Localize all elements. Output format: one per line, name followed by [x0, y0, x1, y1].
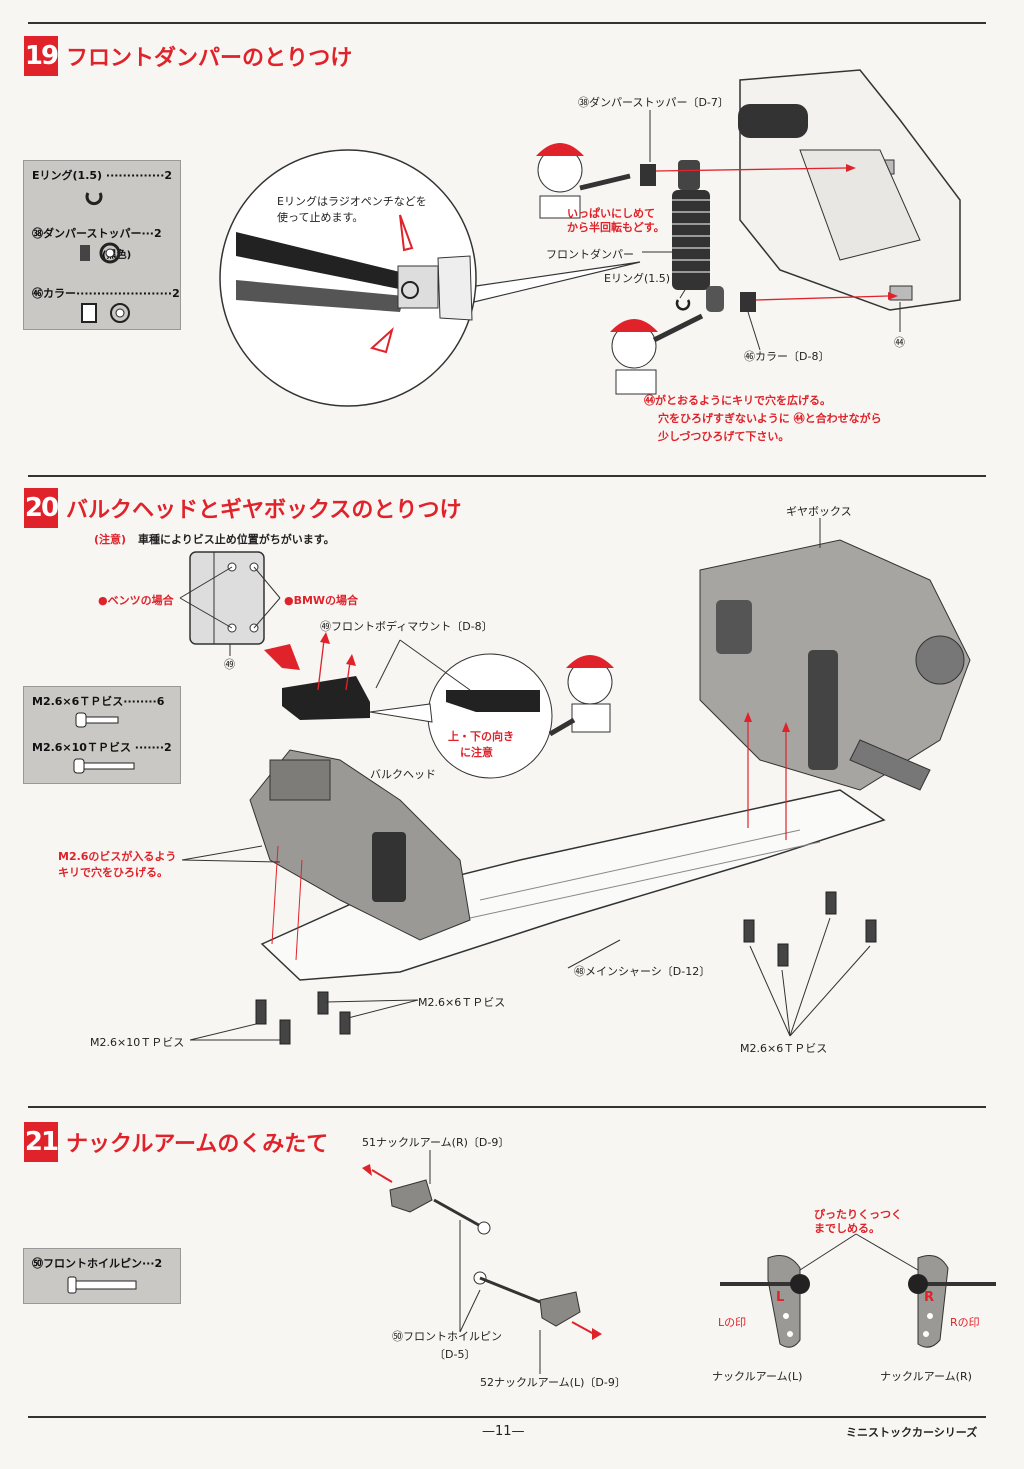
section-19-parts-box: Eリング(1.5) ··············2 ㊳ダンパーストッパー···2…	[23, 160, 181, 330]
label-r-mark: Rの印	[950, 1316, 980, 1329]
l-letter-mark: L	[776, 1290, 785, 1305]
section-20-illustration	[179, 518, 971, 1045]
label-screw-10: M2.6×10ＴＰビス	[90, 1036, 185, 1049]
series-name: ミニストックカーシリーズ	[846, 1426, 978, 1439]
note-tighten-line-1: いっぱいにしめて	[567, 207, 655, 220]
label-benz-case: ●ベンツの場合	[98, 594, 174, 607]
part-front-wheel-pin: ㊿フロントホイルピン···2	[32, 1257, 163, 1270]
section-21-parts-box: ㊿フロントホイルピン···2	[23, 1248, 181, 1304]
page-number: —11—	[482, 1424, 525, 1439]
caution-text: 車種によりビス止め位置がちがいます。	[138, 533, 335, 546]
part-damper-stopper: ㊳ダンパーストッパー···2	[32, 227, 162, 240]
caution-tag: (注意)	[94, 533, 127, 546]
section-21-title: ナックルアームのくみたて	[66, 1132, 329, 1157]
label-updown-line-1: 上・下の向き	[448, 730, 514, 743]
section-19-illustration	[219, 69, 961, 407]
label-ering: Eリング(1.5)	[604, 272, 671, 285]
part-damper-stopper-color: (黒色)	[102, 250, 132, 261]
section-21-illustration	[362, 1150, 996, 1374]
footer-rule	[28, 1416, 986, 1418]
section-19-part-icons	[80, 192, 130, 323]
section-21-part-icons	[67, 1276, 137, 1294]
bubble-text-line-1: Eリングはラジオペンチなどを	[277, 195, 427, 208]
note-tighten-21-line-1: ぴったりくっつく	[814, 1208, 902, 1221]
note-drill-line-3: 少しづつひろげて下さい。	[658, 430, 790, 443]
note-drill-line-1: ㊹がとおるようにキリで穴を広げる。	[644, 394, 831, 407]
section-20-number: 20	[24, 488, 59, 528]
label-wheel-pin-ref: 〔D-5〕	[434, 1348, 476, 1361]
r-letter-mark: R	[924, 1290, 935, 1305]
label-damper-stopper: ㊳ダンパーストッパー〔D-7〕	[578, 96, 729, 109]
top-rule	[28, 22, 986, 24]
label-front-damper: フロントダンパー	[546, 248, 634, 261]
part-collar: ㊻カラー·······················2	[32, 287, 180, 300]
label-front-body-mount: ㊾フロントボディマウント〔D-8〕	[320, 620, 493, 633]
label-part-49: ㊾	[224, 658, 235, 671]
label-bulkhead: バルクヘッド	[370, 768, 436, 781]
label-screw-6-a: M2.6×6ＴＰビス	[418, 996, 506, 1009]
section-19-20-rule	[28, 475, 986, 477]
part-screw-10: M2.6×10ＴＰビス ·······2	[32, 741, 172, 754]
label-l-mark: Lの印	[718, 1316, 747, 1329]
section-20-21-rule	[28, 1106, 986, 1108]
part-ering: Eリング(1.5) ··············2	[32, 169, 173, 182]
note-drill-20-line-1: M2.6のビスが入るよう	[58, 850, 177, 863]
label-updown-line-2: に注意	[460, 746, 493, 759]
label-wheel-pin: ㊿フロントホイルピン	[392, 1330, 502, 1343]
label-knuckle-r-part: 51ナックルアーム(R)〔D-9〕	[362, 1136, 510, 1149]
label-knuckle-r: ナックルアーム(R)	[880, 1370, 972, 1383]
section-20-parts-box: M2.6×6ＴＰビス········6 M2.6×10ＴＰビス ·······2	[23, 686, 181, 784]
note-tighten-21-line-2: までしめる。	[814, 1222, 880, 1235]
section-19-title: フロントダンパーのとりつけ	[66, 46, 353, 71]
section-19-number: 19	[24, 36, 59, 76]
label-main-chassis: ㊽メインシャーシ〔D-12〕	[574, 965, 711, 978]
section-20-title: バルクヘッドとギヤボックスのとりつけ	[66, 498, 462, 523]
label-mark-84: ㊹	[894, 336, 905, 349]
label-screw-6-b: M2.6×6ＴＰビス	[740, 1042, 828, 1055]
section-21-number: 21	[24, 1122, 59, 1162]
label-gearbox: ギヤボックス	[786, 505, 852, 518]
note-tighten-line-2: から半回転もどす。	[567, 221, 665, 234]
part-screw-6: M2.6×6ＴＰビス········6	[32, 695, 165, 708]
note-drill-20-line-2: キリで穴をひろげる。	[58, 866, 168, 879]
note-drill-line-2: 穴をひろげすぎないように ㊹と合わせながら	[658, 412, 882, 425]
label-collar: ㊻カラー〔D-8〕	[744, 350, 830, 363]
label-knuckle-l-part: 52ナックルアーム(L)〔D-9〕	[480, 1376, 626, 1389]
label-bmw-case: ●BMWの場合	[284, 594, 359, 607]
bubble-text-line-2: 使って止めます。	[277, 211, 364, 224]
section-20-part-icons	[73, 712, 135, 774]
label-knuckle-l: ナックルアーム(L)	[712, 1370, 803, 1383]
